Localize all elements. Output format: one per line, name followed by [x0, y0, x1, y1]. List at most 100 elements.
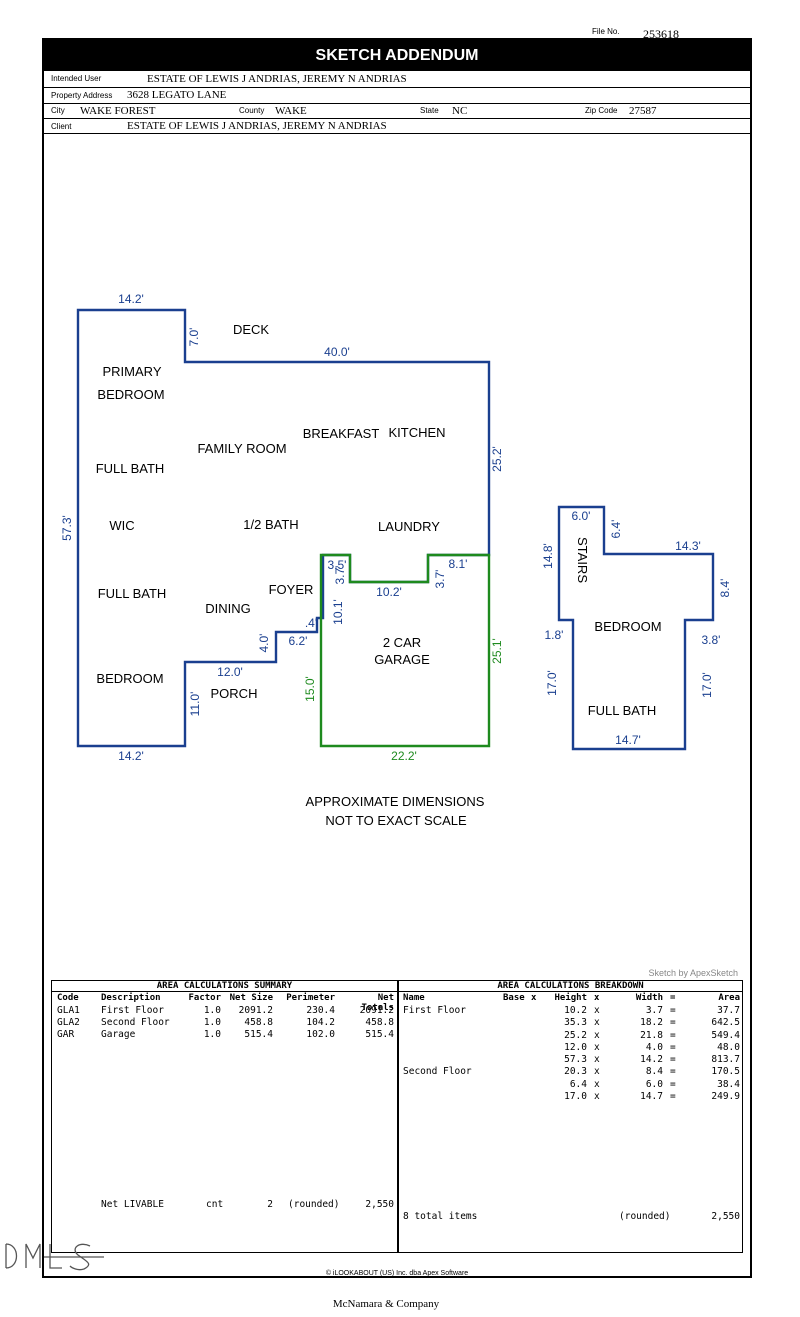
breakdown-cell: Second Floor	[403, 1066, 472, 1078]
summary-cell: 230.4	[306, 1005, 335, 1016]
dim-label: 14.8'	[541, 543, 555, 569]
breakdown-cell: =	[670, 1041, 676, 1053]
breakdown-header-equals: =	[670, 993, 676, 1003]
breakdown-cell: x	[594, 1054, 600, 1065]
breakdown-cell: x	[594, 1029, 600, 1041]
property-address-label: Property Address	[51, 91, 113, 100]
breakdown-header-area: Area	[718, 993, 740, 1003]
company-name: McNamara & Company	[332, 1298, 440, 1310]
county-label: County	[239, 106, 265, 115]
dim-label: 25.2'	[490, 446, 504, 472]
breakdown-cell: 10.2	[564, 1005, 587, 1016]
intended-user-value: ESTATE OF LEWIS J ANDRIAS, JEREMY N ANDR…	[147, 73, 407, 85]
breakdown-cell: 549.4	[711, 1029, 740, 1041]
summary-header-net-size: Net Size	[229, 993, 273, 1003]
room-label-laundry: LAUNDRY	[378, 519, 440, 534]
breakdown-cell: 3.7	[645, 1005, 663, 1016]
state-label: State	[420, 106, 439, 115]
breakdown-cell: 35.3	[564, 1017, 587, 1029]
summary-cell: 104.2	[306, 1017, 335, 1028]
room-label-family-room: FAMILY ROOM	[197, 441, 286, 456]
dim-label: 12.0'	[217, 665, 243, 679]
breakdown-cell: =	[670, 1029, 676, 1041]
breakdown-cell: 18.2	[640, 1017, 663, 1029]
summary-cell: GAR	[57, 1029, 75, 1040]
client-label: Client	[51, 122, 72, 131]
summary-cell: GLA1	[57, 1005, 80, 1016]
breakdown-cell: 813.7	[711, 1054, 740, 1065]
summary-cell: 1.0	[203, 1017, 221, 1028]
room-label-breakfast: BREAKFAST	[303, 426, 380, 441]
net-livable-total: 2,550	[365, 1199, 394, 1210]
room-label-bedroom-1: BEDROOM	[96, 671, 163, 686]
dim-label: 11.0'	[188, 692, 202, 717]
breakdown-cell: =	[670, 1078, 676, 1090]
breakdown-cell: 4.0	[645, 1041, 663, 1053]
file-no: 253618	[643, 27, 679, 41]
summary-cell: Second Floor	[101, 1017, 170, 1028]
breakdown-cell: x	[594, 1005, 600, 1016]
summary-header-net-totals: Net Totals	[361, 993, 394, 1013]
client-value: ESTATE OF LEWIS J ANDRIAS, JEREMY N ANDR…	[127, 120, 387, 132]
dim-label: 6.4'	[609, 520, 623, 539]
dim-label: 14.3'	[675, 539, 701, 553]
summary-cell: 2091.2	[359, 1005, 394, 1016]
breakdown-title: AREA CALCULATIONS BREAKDOWN	[497, 981, 644, 991]
room-label-full-bath-3: FULL BATH	[588, 703, 657, 718]
dmls-logo	[5, 1243, 104, 1271]
dim-label: 14.2'	[118, 749, 144, 763]
county-value: WAKE	[275, 105, 307, 117]
breakdown-header-base: Base	[503, 993, 525, 1003]
summary-cell: 2091.2	[238, 1005, 273, 1016]
breakdown-cell: x	[594, 1066, 600, 1078]
dim-label: 10.2'	[376, 585, 402, 599]
breakdown-cell: 48.0	[717, 1041, 740, 1053]
summary-cell: 102.0	[306, 1029, 335, 1040]
summary-cell: Garage	[101, 1029, 136, 1040]
summary-cell: 458.8	[365, 1017, 394, 1028]
breakdown-header-x: x	[531, 993, 537, 1003]
room-label-2-car: 2 CAR	[383, 635, 421, 650]
property-address-row: Property Address 3628 LEGATO LANE	[42, 88, 752, 104]
dim-label: 6.0'	[572, 509, 591, 523]
breakdown-cell: =	[670, 1005, 676, 1016]
room-label-half-bath: 1/2 BATH	[243, 517, 298, 532]
dim-label: 10.1'	[331, 599, 345, 625]
property-address-value: 3628 LEGATO LANE	[127, 89, 227, 101]
breakdown-cell: 20.3	[564, 1066, 587, 1078]
room-label-primary: PRIMARY	[103, 364, 162, 379]
summary-cell: 515.4	[365, 1029, 394, 1040]
dim-label: 1.8'	[545, 628, 564, 642]
table-divider	[397, 980, 399, 1253]
breakdown-total-items: 8 total items	[403, 1211, 478, 1222]
dim-label: 6.2'	[289, 634, 308, 648]
breakdown-cell: 37.7	[717, 1005, 740, 1016]
breakdown-cell: x	[594, 1078, 600, 1090]
room-label-porch: PORCH	[211, 686, 258, 701]
copyright: © iLOOKABOUT (US) Inc. dba Apex Software	[325, 1270, 469, 1277]
table-header-rule	[52, 991, 742, 992]
dim-label: 14.7'	[615, 733, 641, 747]
net-rounded-label: (rounded)	[288, 1199, 340, 1210]
breakdown-cell: 14.2	[640, 1054, 663, 1065]
breakdown-cell: 17.0	[564, 1090, 587, 1102]
room-label-full-bath-2: FULL BATH	[98, 586, 167, 601]
intended-user-row: Intended User ESTATE OF LEWIS J ANDRIAS,…	[42, 71, 752, 88]
zip-label: Zip Code	[585, 106, 618, 115]
breakdown-cell: x	[594, 1017, 600, 1029]
net-cnt-value: 2	[267, 1199, 273, 1210]
breakdown-cell: =	[670, 1066, 676, 1078]
breakdown-cell: 642.5	[711, 1017, 740, 1029]
dim-label: 8.1'	[449, 557, 468, 571]
net-cnt-label: cnt	[206, 1199, 224, 1210]
dim-label: 40.0'	[324, 345, 350, 359]
breakdown-cell: 57.3	[564, 1054, 587, 1065]
summary-cell: GLA2	[57, 1017, 80, 1028]
room-label-deck: DECK	[233, 322, 269, 337]
breakdown-cell: =	[670, 1090, 676, 1102]
dim-label: 3.7'	[333, 566, 347, 585]
dim-label: 3.7'	[433, 570, 447, 589]
city-value: WAKE FOREST	[80, 105, 156, 117]
client-row: Client ESTATE OF LEWIS J ANDRIAS, JEREMY…	[42, 119, 752, 134]
